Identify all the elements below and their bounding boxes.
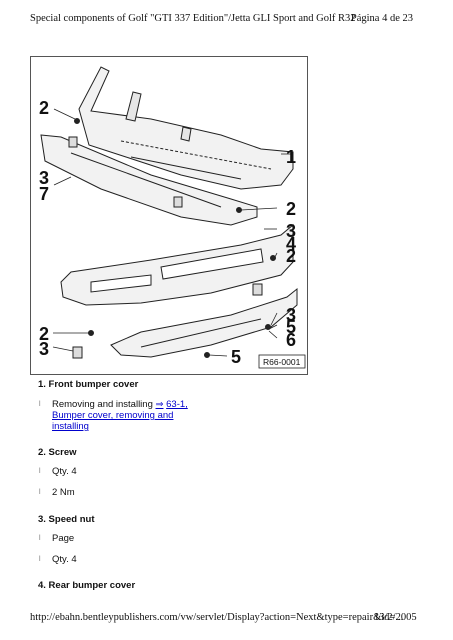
- callout-number: 5: [286, 317, 296, 337]
- parts-diagram: 2 3 7 1 2 3 4 2 2 3 3 5 6 5 R66-0001: [30, 56, 308, 375]
- callout-number: 3: [286, 305, 296, 325]
- callout-number: 2: [286, 246, 296, 266]
- callout-number: 2: [39, 324, 49, 344]
- screw-torque: 2 Nm: [52, 487, 75, 498]
- item-front-bumper-cover: 1. Front bumper cover: [38, 379, 139, 390]
- removing-installing-text: Removing and installing: [52, 399, 156, 410]
- item-screw: 2. Screw: [38, 447, 77, 458]
- bullet-icon: l: [39, 535, 41, 542]
- callout-number: 5: [231, 347, 241, 367]
- page-number: Página 4 de 23: [350, 13, 413, 24]
- bullet-icon: l: [39, 401, 41, 408]
- bullet-icon: l: [39, 556, 41, 563]
- bullet-icon: l: [39, 468, 41, 475]
- callout-number: 2: [286, 199, 296, 219]
- bumper-exploded-view: 2 3 7 1 2 3 4 2 2 3 3 5 6 5 R66-0001: [39, 66, 306, 369]
- figure-code: R66-0001: [263, 357, 301, 367]
- footer-url: http://ebahn.bentleypublishers.com/vw/se…: [30, 612, 404, 623]
- item-rear-bumper-cover: 4. Rear bumper cover: [38, 580, 136, 591]
- callout-number: 3: [39, 168, 49, 188]
- item-speed-nut: 3. Speed nut: [38, 514, 95, 525]
- callout-number: 7: [39, 184, 49, 204]
- callout-number: 6: [286, 330, 296, 350]
- bumper-cover-link[interactable]: installing: [52, 421, 89, 432]
- bumper-cover-link[interactable]: Bumper cover, removing and: [52, 410, 174, 421]
- removing-installing-line: Removing and installing ⇒ 63-1,: [52, 399, 188, 410]
- speed-nut-qty: Qty. 4: [52, 554, 77, 565]
- bumper-cover-link[interactable]: 63-1,: [166, 399, 188, 410]
- screw-qty: Qty. 4: [52, 466, 77, 477]
- callout-number: 3: [39, 339, 49, 359]
- callout-number: 2: [39, 98, 49, 118]
- speed-nut-page: Page: [52, 533, 75, 544]
- bullet-icon: l: [39, 489, 41, 496]
- callout-number: 3: [286, 221, 296, 241]
- callout-number: 4: [286, 234, 296, 254]
- header-title: Special components of Golf "GTI 337 Edit…: [30, 13, 356, 24]
- footer-date: 13/2/2005: [374, 612, 417, 623]
- callout-number: 1: [286, 147, 296, 167]
- cross-reference-arrow[interactable]: ⇒: [155, 399, 164, 410]
